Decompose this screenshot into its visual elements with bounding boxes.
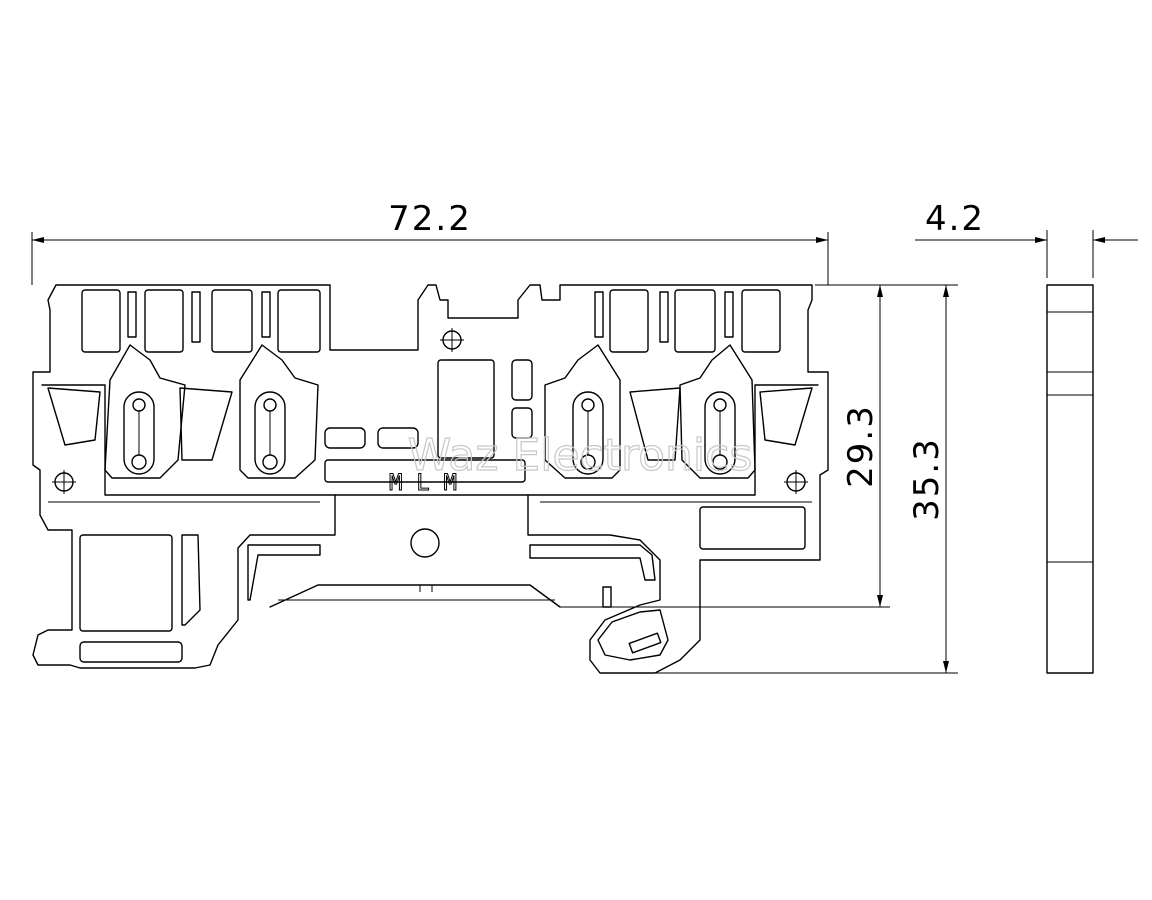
- dimension-height-total-label: 35.3: [907, 437, 947, 521]
- side-view: [1046, 284, 1094, 674]
- dimension-height-inner: 29.3: [560, 284, 890, 608]
- terminal-block-front-view: MLM: [32, 284, 829, 674]
- terminal-block-outline: [32, 284, 829, 674]
- terminal-clamp-1: [47, 344, 186, 479]
- body-marking: MLM: [389, 471, 471, 496]
- terminal-clamp-3: [544, 344, 681, 479]
- watermark: Waz Electronics: [408, 430, 753, 481]
- terminal-clamp-4: [679, 344, 813, 479]
- dimension-height-total: 35.3: [655, 284, 958, 674]
- dimension-height-inner-label: 29.3: [841, 404, 881, 488]
- dimension-width-label: 72.2: [388, 199, 472, 239]
- dimension-thickness-label: 4.2: [925, 199, 985, 239]
- dimension-width: 72.2: [31, 199, 829, 285]
- terminal-clamp-2: [179, 344, 319, 479]
- rail-hole-icon: [410, 528, 440, 558]
- dimension-thickness: 4.2: [915, 199, 1138, 278]
